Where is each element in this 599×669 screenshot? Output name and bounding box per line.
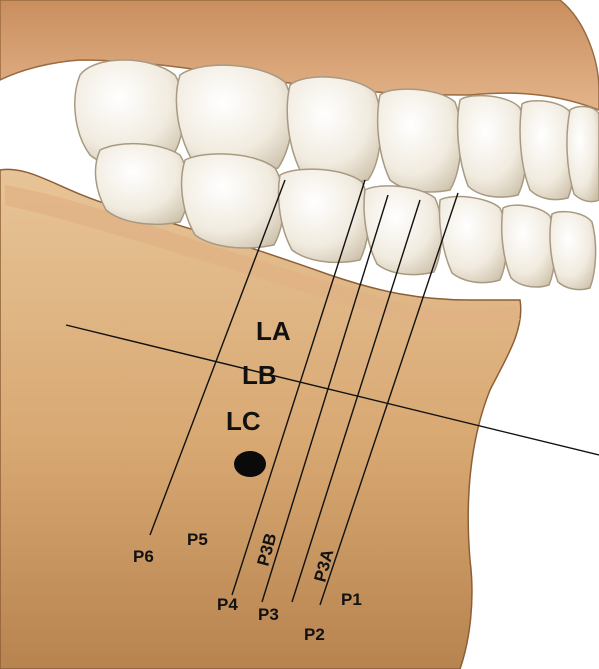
- label-lc: LC: [226, 406, 261, 436]
- label-p3: P3: [258, 605, 279, 624]
- label-p2: P2: [304, 625, 325, 644]
- label-p4: P4: [217, 595, 238, 614]
- label-p5: P5: [187, 530, 208, 549]
- label-la: LA: [256, 316, 291, 346]
- label-p6: P6: [133, 547, 154, 566]
- mental-foramen-dot: [234, 451, 266, 477]
- label-lb: LB: [242, 360, 277, 390]
- label-p1: P1: [341, 590, 362, 609]
